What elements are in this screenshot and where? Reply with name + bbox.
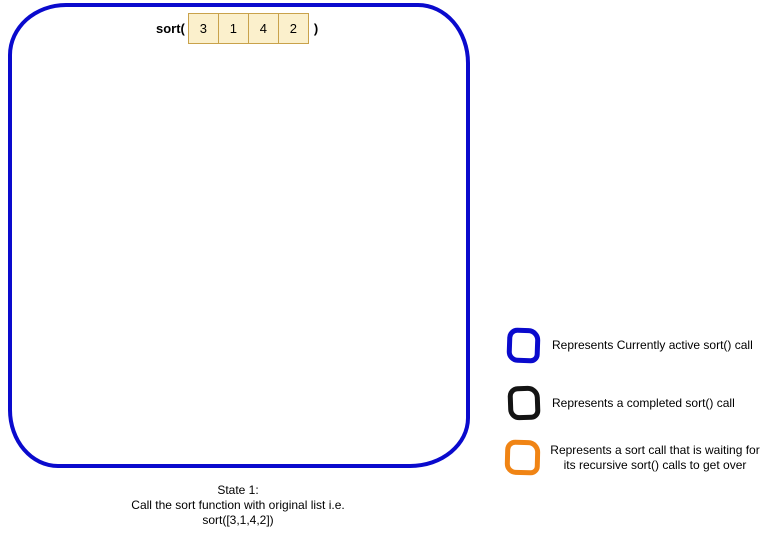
waiting-call-swatch-icon: [504, 439, 541, 476]
state-caption-line1: State 1:: [217, 483, 259, 497]
state-caption-line3: sort([3,1,4,2]): [202, 513, 274, 527]
active-sort-call-frame: [8, 3, 470, 468]
array-cell: 2: [277, 13, 309, 44]
active-call-swatch-icon: [506, 327, 541, 364]
legend-label-active-call: Represents Currently active sort() call: [552, 338, 753, 352]
completed-call-swatch-icon: [507, 385, 541, 421]
array-box: 3 1 4 2: [187, 13, 309, 44]
sort-function-label: sort(: [156, 21, 185, 36]
array-cell: 1: [217, 13, 249, 44]
legend-item-active-call: Represents Currently active sort() call: [506, 327, 753, 364]
close-paren-label: ): [313, 21, 319, 36]
state-caption-line2: Call the sort function with original lis…: [131, 498, 345, 512]
sort-call-expression: sort( 3 1 4 2 ): [156, 13, 318, 44]
array-cell: 3: [187, 13, 219, 44]
legend-label-completed-call: Represents a completed sort() call: [552, 395, 735, 410]
array-cell: 4: [247, 13, 279, 44]
legend-label-waiting-call: Represents a sort call that is waiting f…: [550, 442, 760, 472]
state-caption: State 1: Call the sort function with ori…: [0, 483, 476, 528]
legend-item-completed-call: Represents a completed sort() call: [507, 385, 735, 421]
legend-item-waiting-call: Represents a sort call that is waiting f…: [504, 439, 762, 476]
